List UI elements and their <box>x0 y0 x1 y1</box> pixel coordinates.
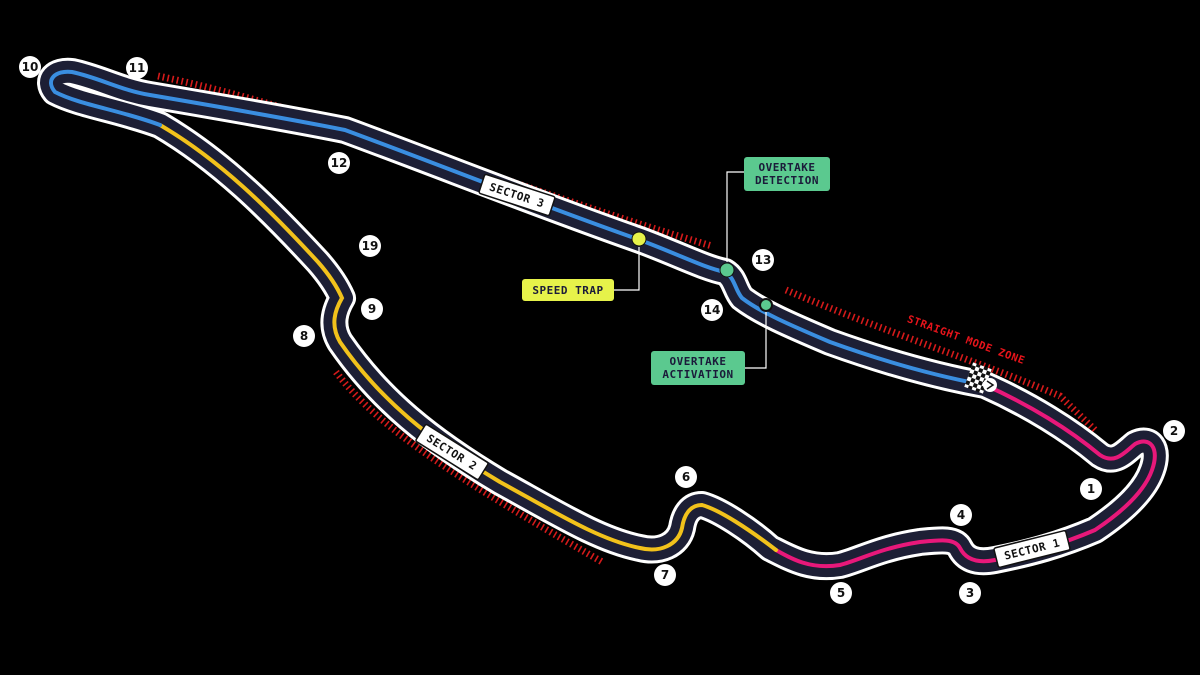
svg-text:9: 9 <box>368 302 376 316</box>
turn-marker-4: 4 <box>950 504 972 526</box>
svg-text:2: 2 <box>1170 424 1178 438</box>
turn-marker-1: 1 <box>1080 478 1102 500</box>
turn-markers: 1 2 3 4 5 6 7 8 9 10 11 12 13 14 19 <box>19 56 1185 604</box>
speed-trap-leader <box>614 247 640 291</box>
overtake-activation: OVERTAKE ACTIVATION <box>651 298 773 385</box>
svg-text:6: 6 <box>682 470 690 484</box>
overtake-activation-label-1: OVERTAKE <box>670 355 727 368</box>
overtake-activation-label-2: ACTIVATION <box>662 368 733 381</box>
overtake-detection-leader <box>726 171 744 262</box>
turn-marker-10: 10 <box>19 56 41 78</box>
turn-marker-7: 7 <box>654 564 676 586</box>
overtake-detection-label-2: DETECTION <box>755 174 819 187</box>
track-surface <box>40 60 1166 578</box>
svg-text:5: 5 <box>837 586 845 600</box>
turn-marker-14: 14 <box>701 299 723 321</box>
straight-mode-dash-left <box>333 369 606 567</box>
sector-3-line <box>49 69 987 387</box>
direction-arrow-icon <box>983 378 997 392</box>
turn-marker-8: 8 <box>293 325 315 347</box>
turn-marker-3: 3 <box>959 582 981 604</box>
overtake-detection-box <box>744 157 830 191</box>
overtake-detection: OVERTAKE DETECTION <box>719 157 830 278</box>
start-finish <box>964 362 997 394</box>
svg-text:14: 14 <box>704 303 721 317</box>
overtake-detection-label-1: OVERTAKE <box>759 161 816 174</box>
svg-text:19: 19 <box>362 239 379 253</box>
svg-text:12: 12 <box>331 156 348 170</box>
speed-trap: SPEED TRAP <box>522 231 647 301</box>
overtake-activation-box <box>651 351 745 385</box>
svg-text:8: 8 <box>300 329 308 343</box>
turn-marker-11: 11 <box>126 57 148 79</box>
turn-marker-5: 5 <box>830 582 852 604</box>
speed-trap-box <box>522 279 614 301</box>
svg-text:13: 13 <box>755 253 772 267</box>
straight-mode-dash-top <box>157 72 713 250</box>
overtake-activation-marker <box>759 298 773 312</box>
svg-text:11: 11 <box>129 61 146 75</box>
sector-lines <box>49 69 1157 569</box>
svg-text:10: 10 <box>22 60 39 74</box>
straight-mode-zone-markers <box>157 72 1098 567</box>
speed-trap-label: SPEED TRAP <box>532 284 603 297</box>
svg-text:3: 3 <box>966 586 974 600</box>
turn-marker-19: 19 <box>359 235 381 257</box>
turn-marker-9: 9 <box>361 298 383 320</box>
turn-marker-13: 13 <box>752 249 774 271</box>
turn-marker-2: 2 <box>1163 420 1185 442</box>
turn-marker-12: 12 <box>328 152 350 174</box>
svg-text:7: 7 <box>661 568 669 582</box>
track <box>37 57 1169 581</box>
turn-marker-6: 6 <box>675 466 697 488</box>
overtake-activation-leader <box>745 312 767 369</box>
track-outline <box>37 57 1169 581</box>
svg-text:4: 4 <box>957 508 965 522</box>
svg-text:1: 1 <box>1087 482 1095 496</box>
overtake-detection-marker <box>719 262 735 278</box>
speed-trap-marker <box>631 231 647 247</box>
